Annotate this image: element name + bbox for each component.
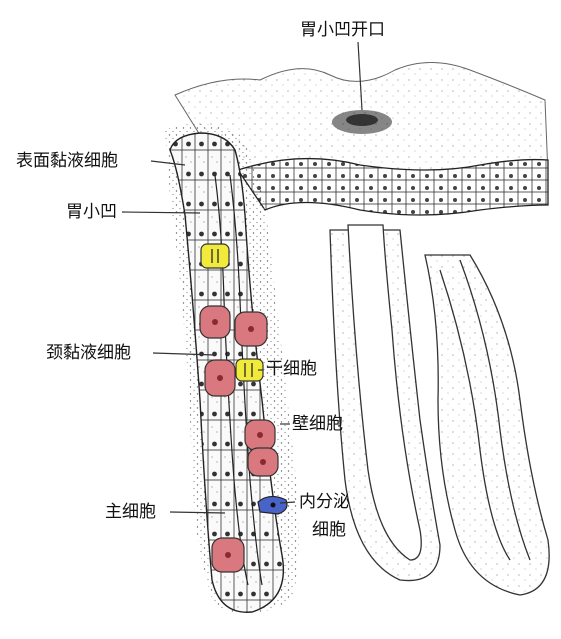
leader-lines [121, 41, 363, 514]
label-surface-mucous-cell: 表面黏液细胞 [16, 151, 118, 171]
label-parietal-cell: 壁细胞 [292, 414, 343, 434]
surface-epithelium [236, 157, 549, 216]
mucosa-surface [174, 62, 549, 176]
stem-cell-lower [235, 358, 264, 382]
endocrine-cell [257, 495, 288, 515]
label-gastric-pit: 胃小凹 [66, 202, 117, 222]
background-glands [329, 224, 550, 596]
label-chief-cell: 主细胞 [105, 502, 156, 522]
label-stem-cell: 干细胞 [266, 359, 317, 379]
stem-cell-upper [200, 243, 230, 269]
label-gastric-pit-opening: 胃小凹开口 [300, 20, 385, 40]
label-neck-mucous-cell: 颈黏液细胞 [46, 343, 131, 363]
label-endocrine-cell-line1: 内分泌 [299, 492, 350, 512]
label-endocrine-cell-line2: 细胞 [312, 520, 346, 540]
parietal-nuclei [212, 319, 266, 558]
